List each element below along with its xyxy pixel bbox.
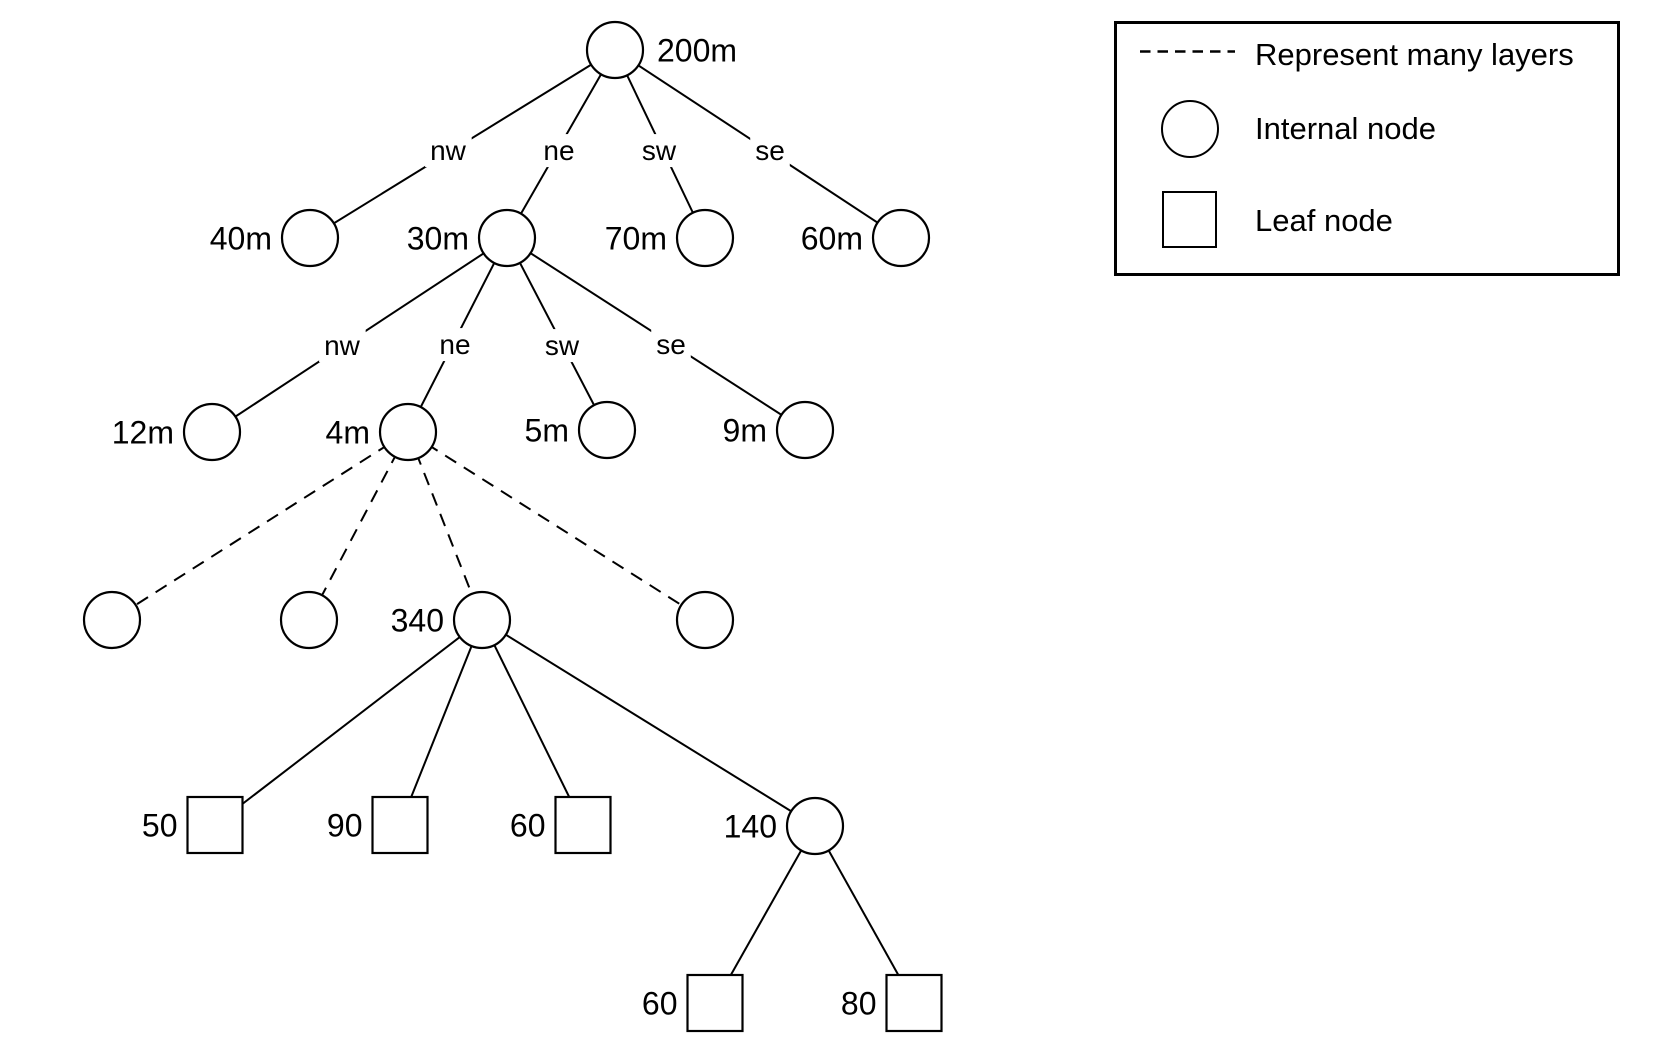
internal-node-200m [585,20,645,80]
node-label-4m: 4m [326,415,370,451]
node-label-60: 60 [510,808,546,844]
node-label-60m: 60m [801,221,863,257]
internal-node-340 [452,590,512,650]
node-label-40m: 40m [210,221,272,257]
node-label-70m: 70m [605,221,667,257]
edge-label-bg [539,329,585,363]
edge-label-bg [651,328,691,362]
internal-node-icon [1161,100,1219,158]
internal-node [82,590,142,650]
edge-label-bg [425,134,472,168]
node-label-140: 140 [724,809,777,845]
internal-node-70m [675,208,735,268]
internal-node-4m [378,402,438,462]
edge-q4m-a1 [111,431,409,621]
internal-node [279,590,339,650]
leaf-node-60 [554,795,612,855]
legend-label-many-layers: Represent many layers [1255,37,1574,72]
node-label-5m: 5m [525,413,569,449]
node-label-60: 60 [642,986,678,1022]
leaf-node-90 [371,795,429,855]
edge-q4m-a3 [407,431,706,621]
legend-label-internal-node: Internal node [1255,111,1436,146]
edge-label-bg [750,134,790,168]
leaf-node-50 [186,795,244,855]
internal-node-140 [785,796,845,856]
node-label-90: 90 [327,808,363,844]
edge-n340-L60a [481,619,584,826]
edge-n340-L90 [399,619,483,826]
leaf-node-60 [686,973,744,1033]
edge-label-bg [636,134,682,168]
edge-label-se: se [656,329,686,360]
edge-label-sw: sw [545,330,580,361]
node-label-30m: 30m [407,221,469,257]
edge-n140-L80 [814,825,915,1004]
internal-node-40m [280,208,340,268]
edge-n340-L50 [214,619,483,826]
internal-node-5m [577,400,637,460]
edge-q4m-a2 [308,431,409,621]
node-label-340: 340 [391,603,444,639]
edge-label-sw: sw [642,135,677,166]
internal-node-30m [477,208,537,268]
node-label-80: 80 [841,986,877,1022]
internal-node-12m [182,402,242,462]
internal-node-9m [775,400,835,460]
edge-label-bg [319,329,366,363]
edge-label-se: se [755,135,785,166]
leaf-node-80 [885,973,943,1033]
edge-label-ne: ne [439,329,470,360]
leaf-node-icon [1162,191,1217,248]
legend: Represent many layers Internal node Leaf… [1114,21,1620,276]
node-label-9m: 9m [723,413,767,449]
edge-n140-L60b [714,825,816,1004]
edge-label-bg [538,134,580,168]
node-label-12m: 12m [112,415,174,451]
edge-n340-n140 [481,619,816,827]
dashed-line-icon [1140,50,1235,53]
edge-label-nw: nw [324,330,361,361]
edge-label-bg [434,328,476,362]
internal-node [675,590,735,650]
edge-label-ne: ne [543,135,574,166]
node-label-50: 50 [142,808,178,844]
edge-label-nw: nw [430,135,467,166]
node-label-200m: 200m [657,33,737,69]
edge-q4m-n340 [407,431,483,621]
internal-node-60m [871,208,931,268]
legend-label-leaf-node: Leaf node [1255,203,1393,238]
